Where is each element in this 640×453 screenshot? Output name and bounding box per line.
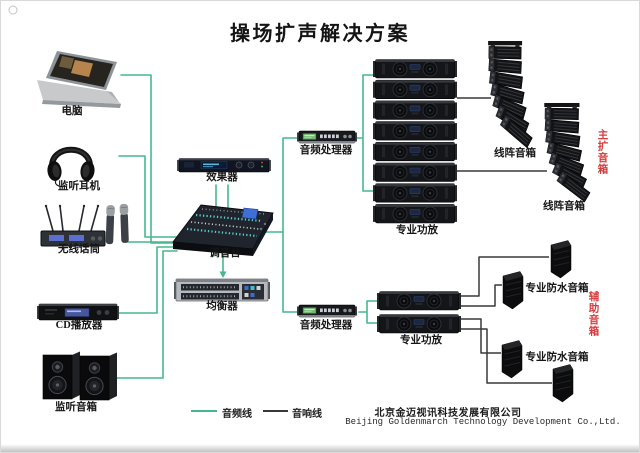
legend-audio-label: 音频线 — [222, 409, 252, 420]
wireless-mic-icon — [40, 203, 129, 247]
label-mixer: 调音台 — [209, 248, 241, 259]
label-amp-aux: 专业功放 — [400, 335, 442, 346]
arrowhead-to-eq — [219, 271, 227, 278]
line-headphones-to-mixer — [118, 155, 182, 238]
line-computer-to-mixer — [120, 74, 182, 244]
corner-mark — [8, 5, 18, 15]
line-auxamp-to-wspk2 — [459, 284, 502, 307]
label-waterproof-bottom: 专业防水音箱 — [525, 352, 589, 363]
line-array-bottom-icon — [543, 102, 591, 203]
label-amp-main: 专业功放 — [396, 225, 438, 236]
legend-speaker-label: 音响线 — [292, 409, 322, 420]
line-auxamp-to-wspk4 — [459, 328, 552, 384]
speaker-cable-lines — [457, 97, 552, 384]
headphones-icon — [47, 146, 95, 187]
label-waterproof-top: 专业防水音箱 — [525, 283, 589, 294]
label-line-array-top: 线阵音箱 — [494, 148, 536, 159]
label-effects: 效果器 — [206, 172, 238, 183]
company-name-en: Beijing Goldenmarch Technology Developme… — [345, 417, 621, 427]
company-name-cn: 北京金迈视讯科技发展有限公司 — [374, 408, 522, 419]
label-processor-bottom: 音频处理器 — [299, 320, 353, 331]
audio-processor-top-icon — [296, 130, 358, 144]
line-effects-to-mixer — [215, 184, 229, 209]
effects-unit-icon — [177, 158, 271, 173]
label-monitor-speakers: 监听音箱 — [55, 402, 97, 413]
label-processor-top: 音频处理器 — [299, 145, 353, 156]
equalizer-icon — [174, 278, 270, 302]
waterproof-speaker-4-icon — [552, 364, 574, 403]
waterproof-speaker-2-icon — [502, 271, 524, 310]
waterproof-speaker-1-icon — [550, 240, 572, 279]
audio-cable-lines — [115, 74, 379, 379]
mixer-icon — [172, 204, 274, 256]
label-main-speaker-group: 主扩音箱 — [596, 129, 608, 175]
label-wireless-mic: 无线话筒 — [58, 244, 100, 255]
line-auxamp-to-wspk1 — [459, 256, 549, 297]
label-line-array-bottom: 线阵音箱 — [543, 201, 585, 212]
audio-processor-bottom-icon — [296, 304, 358, 318]
page-title: 操场扩声解决方案 — [230, 23, 410, 45]
waterproof-speaker-3-icon — [501, 340, 523, 379]
line-speakers-to-mixer — [115, 250, 178, 379]
label-cd-player: CD播放器 — [55, 320, 103, 331]
label-headphones: 监听耳机 — [58, 181, 100, 192]
label-equalizer: 均衡器 — [206, 301, 238, 312]
amp-pair-aux-icon — [376, 291, 462, 334]
line-processor-to-auxamps — [358, 300, 379, 324]
laptop-icon — [37, 51, 121, 108]
label-computer: 电脑 — [61, 106, 83, 117]
line-array-top-icon — [487, 40, 533, 149]
line-cd-to-mixer — [118, 246, 180, 314]
amp-stack-main-icon — [372, 59, 458, 224]
label-aux-speaker-group: 辅助音箱 — [587, 291, 599, 337]
bottom-edge-shadow — [1, 444, 639, 452]
cd-player-icon — [37, 303, 119, 321]
line-processor-to-ampstack — [356, 74, 375, 192]
monitor-speakers-icon — [42, 351, 117, 401]
line-mixer-to-processors — [265, 137, 298, 313]
line-auxamp-to-wspk3 — [459, 318, 501, 354]
